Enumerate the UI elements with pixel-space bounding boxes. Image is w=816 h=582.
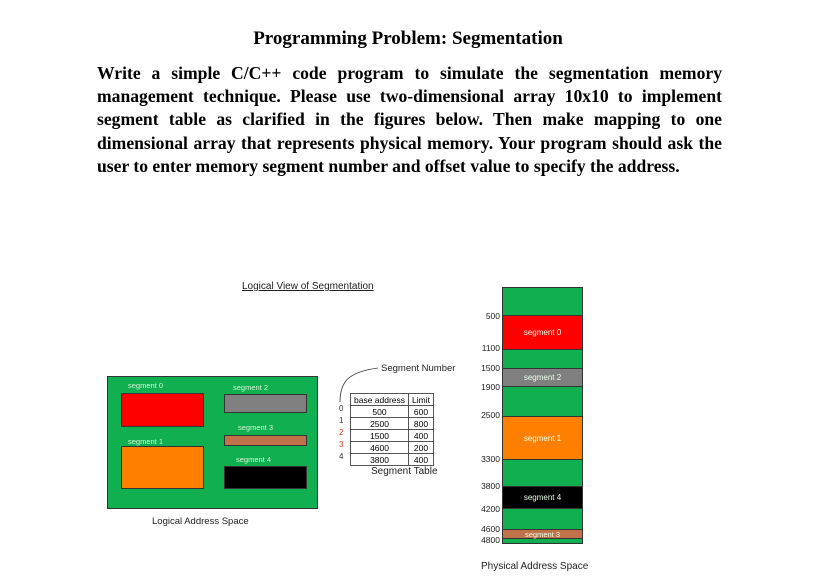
table-row: 1500 400 [349, 429, 434, 442]
physical-segment-3: segment 3 [503, 529, 582, 539]
table-row: 2500 800 [349, 417, 434, 430]
address-1100: 1100 [481, 343, 500, 353]
physical-segment-4: segment 4 [503, 486, 582, 509]
segment-index-3: 3 [339, 440, 344, 449]
address-4200: 4200 [481, 504, 500, 514]
logical-segment-4-block [224, 466, 307, 489]
base-cell: 4600 [349, 441, 410, 454]
table-row: 500 600 [349, 405, 434, 418]
logical-segment-1-label: segment 1 [128, 437, 164, 446]
address-2500: 2500 [481, 410, 500, 420]
logical-view-title: Logical View of Segmentation [242, 281, 374, 292]
segment-number-label: Segment Number [381, 363, 456, 374]
segment-index-1: 1 [339, 416, 344, 425]
table-row: 3800 400 [349, 453, 434, 466]
base-cell: 1500 [349, 429, 410, 442]
header-base-address: base address [349, 393, 410, 406]
logical-segment-4-label: segment 4 [236, 455, 272, 464]
header-limit: Limit [408, 393, 434, 406]
page-title: Programming Problem: Segmentation [253, 28, 563, 49]
segment-table: base address Limit 500 600 2500 800 1500… [349, 393, 434, 466]
logical-segment-3-block [224, 435, 307, 446]
address-3300: 3300 [481, 454, 500, 464]
segment-index-4: 4 [339, 452, 344, 461]
segment-index-0: 0 [339, 404, 344, 413]
limit-cell: 400 [408, 429, 434, 442]
base-cell: 500 [349, 405, 410, 418]
table-row: 4600 200 [349, 441, 434, 454]
logical-segment-2-label: segment 2 [233, 383, 269, 392]
logical-segment-1-block [121, 446, 204, 489]
address-3800: 3800 [481, 481, 500, 491]
limit-cell: 200 [408, 441, 434, 454]
segment-index-2: 2 [339, 428, 344, 437]
limit-cell: 600 [408, 405, 434, 418]
address-4800: 4800 [481, 535, 500, 545]
address-4600: 4600 [481, 524, 500, 534]
logical-segment-0-block [121, 393, 204, 427]
segment-number-pointer [339, 367, 379, 403]
logical-address-space-label: Logical Address Space [152, 516, 249, 527]
logical-address-space-box: segment 0 segment 2 segment 3 segment 1 … [107, 376, 318, 509]
address-500: 500 [485, 311, 500, 321]
limit-cell: 400 [408, 453, 434, 466]
segment-table-label: Segment Table [371, 466, 438, 477]
address-1500: 1500 [481, 363, 500, 373]
base-cell: 2500 [349, 417, 410, 430]
physical-segment-1: segment 1 [503, 416, 582, 460]
address-1900: 1900 [481, 382, 500, 392]
physical-segment-2: segment 2 [503, 368, 582, 387]
segment-table-header: base address Limit [349, 393, 434, 406]
logical-segment-2-block [224, 394, 307, 413]
logical-segment-3-label: segment 3 [238, 423, 274, 432]
problem-description: Write a simple C/C++ code program to sim… [97, 63, 722, 176]
limit-cell: 800 [408, 417, 434, 430]
physical-segment-0: segment 0 [503, 315, 582, 350]
physical-memory-column: segment 0 segment 2 segment 1 segment 4 … [502, 287, 583, 544]
base-cell: 3800 [349, 453, 410, 466]
logical-segment-0-label: segment 0 [128, 381, 164, 390]
physical-address-space-label: Physical Address Space [481, 561, 589, 572]
